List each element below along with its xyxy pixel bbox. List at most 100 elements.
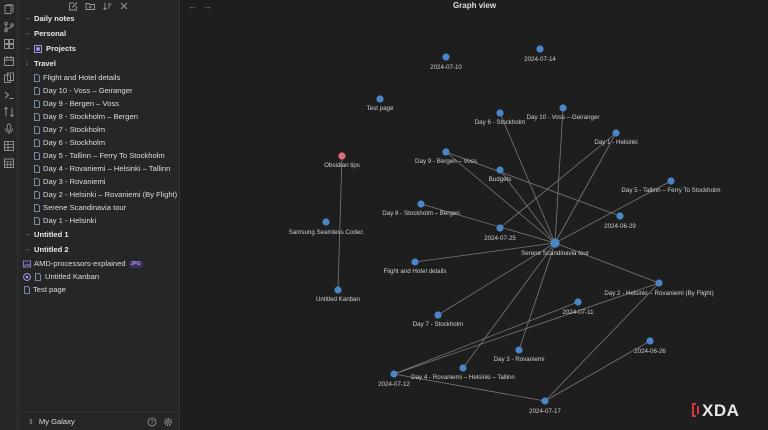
graph-node-dot[interactable] [442, 148, 450, 156]
switch-icon[interactable] [3, 106, 15, 118]
graph-node[interactable]: Untitled Kanban [316, 286, 361, 303]
microphone-icon[interactable] [3, 123, 15, 135]
collapse-icon[interactable] [119, 1, 129, 11]
git-branch-icon[interactable] [3, 21, 15, 33]
tree-file[interactable]: Day 6 - Stockholm [18, 137, 180, 149]
tree-file[interactable]: Flight and Hotel details [18, 72, 180, 84]
files-icon[interactable] [3, 4, 15, 16]
graph-edges [337, 107, 672, 402]
tree-file[interactable]: Day 2 - Helsinki – Rovaniemi (By Flight) [18, 189, 180, 201]
terminal-icon[interactable] [3, 89, 15, 101]
tree-file[interactable]: Day 1 - Helsinki [18, 215, 180, 227]
graph-node[interactable]: Budgets [489, 166, 512, 183]
tree-file[interactable]: Day 9 - Bergen – Voss [18, 98, 180, 110]
graph-node[interactable]: 2024-07-25 [484, 224, 516, 242]
graph-node-dot[interactable] [655, 279, 663, 287]
settings-icon[interactable] [163, 417, 173, 427]
tree-folder[interactable]: →Untitled 1 [18, 229, 180, 241]
tree-folder[interactable]: →Daily notes [18, 13, 180, 25]
graph-node-label: Test page [367, 105, 394, 112]
graph-node-dot[interactable] [496, 109, 504, 117]
graph-node[interactable]: 2024-07-12 [378, 370, 410, 388]
graph-edge [393, 373, 546, 402]
graph-node[interactable]: 2024-07-17 [529, 397, 561, 415]
graph-node-dot[interactable] [496, 224, 504, 232]
graph-node-dot[interactable] [434, 311, 442, 319]
graph-node-label: Day 10 - Voss – Geiranger [527, 114, 600, 121]
tree-item-label: Travel [34, 59, 56, 68]
graph-node[interactable]: Day 9 - Bergen – Voss [415, 148, 477, 165]
graph-node[interactable]: Flight and Hotel details [384, 258, 447, 275]
graph-node-dot[interactable] [616, 212, 624, 220]
tree-file[interactable]: Day 5 - Tallinn – Ferry To Stockholm [18, 150, 180, 162]
tree-folder[interactable]: →Projects [18, 43, 180, 55]
graph-node[interactable]: 2024-07-11 [562, 298, 594, 316]
graph-node-label: Day 9 - Bergen – Voss [415, 158, 477, 165]
graph-node-dot[interactable] [541, 397, 549, 405]
tree-file[interactable]: Day 8 - Stockholm – Bergen [18, 111, 180, 123]
tree-folder[interactable]: ↓Travel [18, 58, 180, 70]
graph-node[interactable]: Obsidian tips [324, 152, 360, 169]
graph-node-dot[interactable] [417, 200, 425, 208]
help-icon[interactable]: ? [147, 417, 157, 427]
graph-node[interactable]: Samsung Seamless Codec [289, 218, 364, 236]
tree-folder[interactable]: →Untitled 2 [18, 244, 180, 256]
graph-node[interactable]: Serene Scandinavia tour [521, 238, 589, 257]
graph-node-dot[interactable] [550, 238, 560, 248]
table-icon[interactable] [3, 140, 15, 152]
tree-file[interactable]: Untitled Kanban [18, 271, 180, 283]
back-arrow-icon[interactable]: ← [188, 1, 197, 11]
new-folder-icon[interactable] [85, 1, 95, 11]
tree-file[interactable]: Serene Scandinavia tour [18, 202, 180, 214]
tree-file[interactable]: Day 10 - Voss – Geiranger [18, 85, 180, 97]
tree-item-label: Day 4 - Rovaniemi – Helsinki – Tallinn [43, 164, 171, 173]
graph-node[interactable]: Day 2 - Helsinki – Rovaniemi (By Flight) [604, 279, 714, 297]
graph-node-dot[interactable] [646, 337, 654, 345]
graph-node-dot[interactable] [376, 95, 384, 103]
new-note-icon[interactable] [68, 1, 78, 11]
vault-switcher[interactable]: ⇕My Galaxy [28, 417, 75, 428]
graph-node-dot[interactable] [612, 129, 620, 137]
sort-icon[interactable] [102, 1, 112, 11]
graph-node[interactable]: Day 6 - Stockholm [475, 109, 526, 126]
grid-icon[interactable] [3, 38, 15, 50]
tree-file[interactable]: Test page [18, 284, 180, 296]
calendar-grid-icon[interactable] [3, 157, 15, 169]
graph-node[interactable]: 2024-07-14 [524, 45, 556, 63]
graph-node-dot[interactable] [515, 346, 523, 354]
pages-icon[interactable] [3, 72, 15, 84]
tree-file[interactable]: Day 4 - Rovaniemi – Helsinki – Tallinn [18, 163, 180, 175]
graph-node[interactable]: 2024-07-10 [430, 53, 462, 71]
tree-item-label: Day 3 - Rovaniemi [43, 177, 106, 186]
tree-folder[interactable]: →Personal [18, 28, 180, 40]
graph-node[interactable]: Test page [367, 95, 394, 112]
graph-node-dot[interactable] [411, 258, 419, 266]
graph-node[interactable]: 2024-06-26 [634, 337, 666, 355]
graph-node-dot[interactable] [536, 45, 544, 53]
forward-arrow-icon[interactable]: → [203, 1, 212, 11]
graph-node[interactable]: 2024-06-29 [604, 212, 636, 230]
graph-node[interactable]: Day 10 - Voss – Geiranger [527, 104, 600, 121]
graph-node[interactable]: Day 7 - Stockholm [413, 311, 464, 328]
graph-node[interactable]: Day 1 - Helsinki [594, 129, 638, 146]
graph-node-dot[interactable] [574, 298, 582, 306]
graph-node-dot[interactable] [322, 218, 330, 226]
tree-file[interactable]: Day 7 - Stockholm [18, 124, 180, 136]
graph-node-dot[interactable] [338, 152, 346, 160]
graph-node-dot[interactable] [334, 286, 342, 294]
graph-node-dot[interactable] [667, 177, 675, 185]
graph-node-dot[interactable] [496, 166, 504, 174]
graph-node-dot[interactable] [459, 364, 467, 372]
graph-node-dot[interactable] [559, 104, 567, 112]
graph-node[interactable]: Day 5 - Tallinn – Ferry To Stockholm [621, 177, 721, 194]
graph-node-dot[interactable] [442, 53, 450, 61]
tree-file[interactable]: Day 3 - Rovaniemi [18, 176, 180, 188]
graph-node[interactable]: Day 4 - Rovaniemi – Helsinki – Tallinn [411, 364, 515, 381]
graph-node[interactable]: Day 8 - Stockholm – Bergen [382, 200, 460, 217]
graph-node-dot[interactable] [390, 370, 398, 378]
graph-node[interactable]: Day 3 - Rovaniemi [494, 346, 545, 363]
file-explorer-toolbar [18, 0, 180, 13]
calendar-icon[interactable] [3, 55, 15, 67]
